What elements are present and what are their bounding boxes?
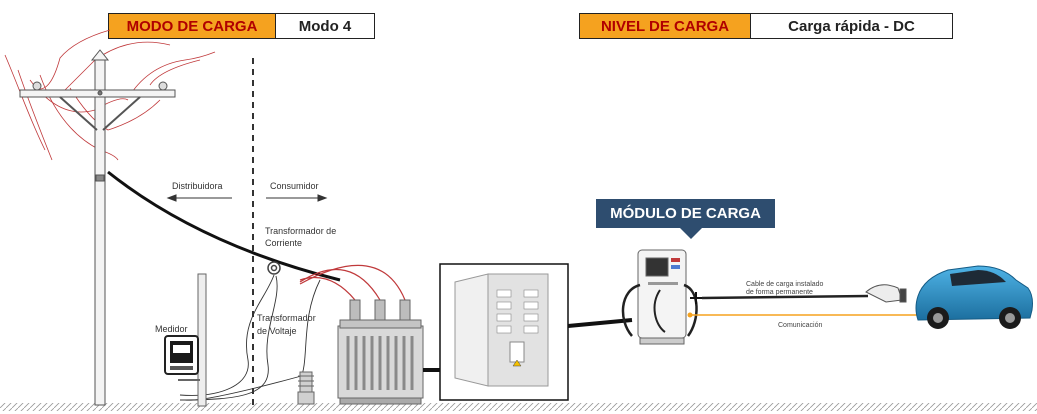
service-cable	[107, 170, 341, 282]
modo-de-carga-value: Modo 4	[276, 14, 374, 38]
main-transformer	[337, 299, 424, 405]
label-distribuidora: Distribuidora	[172, 181, 223, 191]
charging-cable	[701, 294, 869, 300]
utility-pole	[19, 49, 176, 406]
charger-feed-cable	[567, 318, 633, 328]
label-transformador-voltaje-2: de Voltaje	[257, 326, 297, 336]
modo-de-carga-key: MODO DE CARGA	[109, 14, 276, 38]
electrical-panel	[439, 263, 569, 401]
label-consumidor: Consumidor	[270, 181, 319, 191]
label-transformador-corriente-2: Corriente	[265, 238, 303, 248]
modo-de-carga-tag: MODO DE CARGA Modo 4	[108, 13, 375, 39]
label-cable-1: Cable de carga instalado	[746, 281, 824, 288]
modulo-de-carga-badge: MÓDULO DE CARGA	[596, 199, 775, 228]
meter-wires	[179, 274, 321, 401]
dc-symbol	[690, 292, 702, 304]
nivel-de-carga-value: Carga rápida - DC	[751, 14, 952, 38]
current-transformer-drawing	[267, 261, 281, 275]
label-medidor: Medidor	[155, 324, 188, 334]
meter-drawing	[164, 335, 199, 375]
label-transformador-voltaje-1: Transformador	[257, 313, 316, 323]
overhead-wires	[4, 29, 216, 161]
label-comunicacion: Comunicación	[778, 322, 823, 329]
modulo-de-carga-pointer	[680, 228, 702, 239]
ground-hatch	[0, 403, 1037, 411]
nivel-de-carga-key: NIVEL DE CARGA	[580, 14, 751, 38]
label-cable-2: de forma permanente	[746, 289, 813, 296]
dc-charger-drawing	[621, 249, 698, 345]
electric-car-drawing	[915, 265, 1033, 329]
charging-connector	[865, 284, 907, 303]
voltage-transformer-drawing	[297, 371, 315, 405]
transformer-leads	[299, 264, 406, 301]
nivel-de-carga-tag: NIVEL DE CARGA Carga rápida - DC	[579, 13, 953, 39]
label-transformador-corriente-1: Transformador de	[265, 226, 337, 236]
direction-arrows	[166, 194, 328, 202]
